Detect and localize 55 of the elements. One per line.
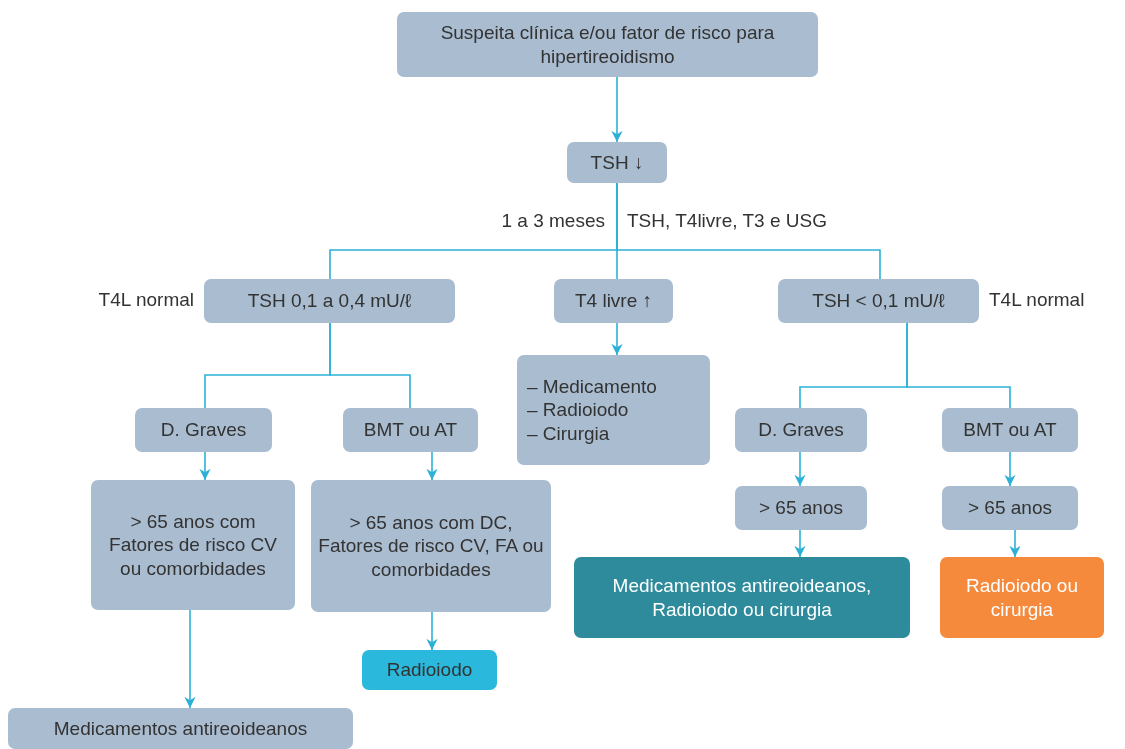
- list-item: – Cirurgia: [527, 421, 610, 445]
- arrow: [199, 451, 211, 481]
- box-text: Medicamentos antireoideanos, Radioiodo ou cirurgia: [611, 574, 873, 621]
- process-box: [735, 486, 867, 530]
- box-text: > 65 anos com DC, Fatores de risco CV, FA ou comorbidades: [317, 511, 545, 581]
- box-text: BMT ou AT: [363, 418, 458, 442]
- box-text: Radioiodo: [386, 658, 473, 682]
- box-text: TSH ↓: [590, 150, 644, 175]
- arrow: [794, 451, 806, 487]
- box-text: T4 livre ↑: [574, 289, 653, 313]
- process-box: [362, 650, 497, 690]
- box-text: > 65 anos: [968, 496, 1052, 520]
- connector-line: [616, 182, 881, 280]
- arrow: [426, 451, 438, 481]
- box-text: Medicamentos antireoideanos: [53, 716, 308, 741]
- process-box: [8, 708, 353, 749]
- connector-line: [329, 322, 411, 409]
- process-box: [567, 142, 667, 183]
- arrow: [184, 609, 196, 709]
- process-box: [343, 408, 478, 452]
- list-item: – Radioiodo: [527, 398, 629, 422]
- arrow: [426, 611, 438, 651]
- side-note: T4L normal: [98, 289, 194, 311]
- arrow: [1004, 451, 1016, 487]
- arrow: [611, 76, 623, 143]
- edge-note: 1 a 3 meses: [501, 210, 605, 232]
- process-box: [204, 279, 455, 323]
- process-box: [942, 486, 1078, 530]
- box-text: Suspeita clínica e/ou fator de risco para hipertireoidismo: [439, 21, 776, 68]
- box-text: D. Graves: [758, 418, 844, 442]
- process-box: [517, 355, 710, 465]
- side-note: T4L normal: [989, 289, 1085, 311]
- process-box: [940, 557, 1104, 638]
- process-box: [397, 12, 818, 77]
- box-text: BMT ou AT: [963, 418, 1057, 442]
- connector-line: [906, 322, 1011, 409]
- process-box: [942, 408, 1078, 452]
- process-box: [574, 557, 910, 638]
- box-text: TSH < 0,1 mU/ℓ: [812, 289, 945, 313]
- list-item: – Medicamento: [527, 375, 657, 399]
- process-box: [778, 279, 979, 323]
- box-text: Radioiodo ou cirurgia: [965, 574, 1079, 621]
- edge-note: TSH, T4livre, T3 e USG: [627, 210, 827, 232]
- process-box: [735, 408, 867, 452]
- process-box: [91, 480, 295, 610]
- process-box: [311, 480, 551, 612]
- box-text: > 65 anos com Fatores de risco CV ou comorbidades: [108, 510, 278, 580]
- process-box: [554, 279, 673, 323]
- process-box: [135, 408, 272, 452]
- arrow: [794, 529, 806, 558]
- box-text: TSH 0,1 a 0,4 mU/ℓ: [247, 289, 412, 313]
- box-text: D. Graves: [160, 418, 247, 442]
- arrow: [611, 322, 623, 356]
- arrow: [1009, 529, 1021, 558]
- box-text: > 65 anos: [759, 496, 843, 520]
